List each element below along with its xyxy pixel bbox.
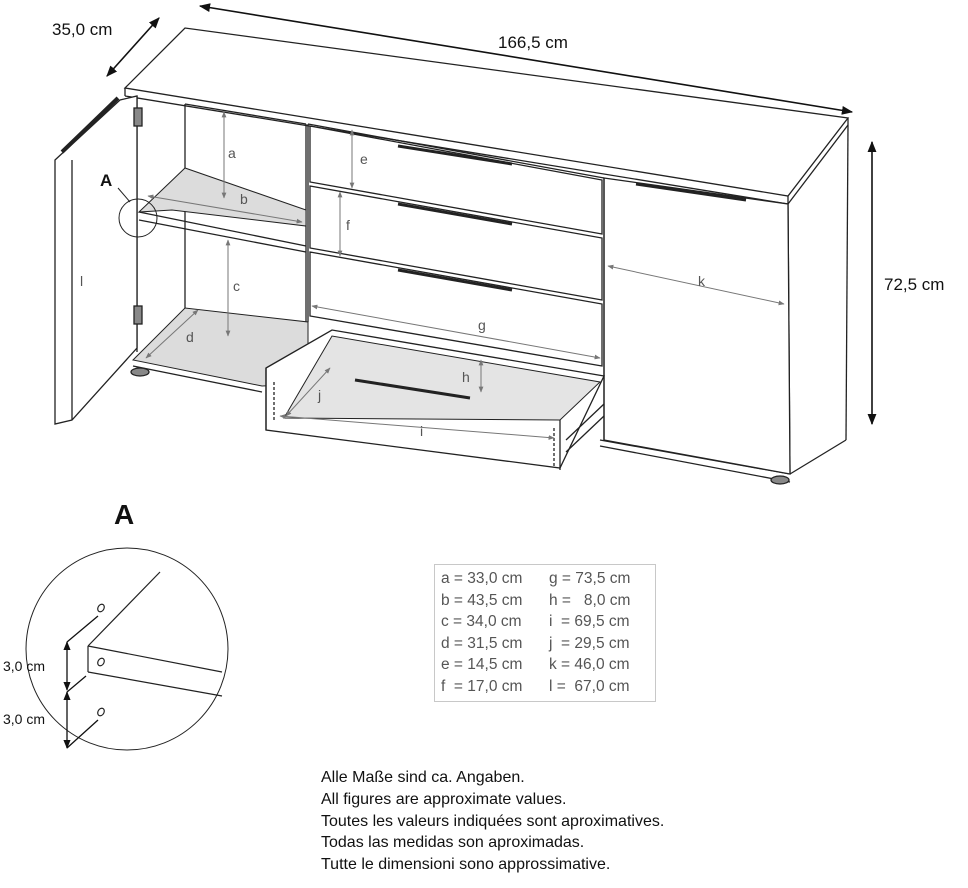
height-label: 72,5 cm [884,275,944,294]
legend-entry: f = 17,0 cm [441,677,523,695]
width-label: 166,5 cm [498,33,568,52]
legend-row: b = 43,5 cm h = 8,0 cm [441,590,655,612]
legend-row: c = 34,0 cm i = 69,5 cm [441,611,655,633]
part-letter: k [698,273,706,289]
legend-entry: h = 8,0 cm [549,591,631,609]
cabinet-outline [54,27,850,485]
part-letter: h [462,369,470,385]
legend-entry: i = 69,5 cm [549,613,630,631]
part-letter: c [233,278,240,294]
part-letter: i [420,423,423,439]
dimension-legend: a = 33,0 cm g = 73,5 cm b = 43,5 cm h = 8,… [434,564,656,702]
legend-entry: a = 33,0 cm [441,570,523,587]
legend-entry: c = 34,0 cm [441,613,522,631]
legend-entry: j = 29,5 cm [549,634,630,652]
part-letter: g [478,317,486,333]
detail-heading: A [114,499,134,530]
note-english: All figures are approximate values. [321,790,567,808]
note-italian: Tutte le dimensioni sono approssimative. [321,856,611,874]
overall-dimension-arrows [106,3,877,426]
note-spanish: Todas las medidas son aproximadas. [321,834,585,852]
legend-row: d = 31,5 cm j = 29,5 cm [441,633,655,655]
part-letter: j [317,387,321,403]
legend-entry: l = 67,0 cm [549,677,630,695]
detail-dim-bottom: 3,0 cm [3,711,45,727]
part-letter: f [346,217,350,233]
detail-dim-top: 3,0 cm [3,658,45,674]
legend-entry: g = 73,5 cm [549,570,631,587]
part-letter: a [228,145,236,161]
legend-entry: b = 43,5 cm [441,591,523,609]
legend-entry: e = 14,5 cm [441,656,523,674]
part-letter: e [360,151,368,167]
part-letter: b [240,191,248,207]
note-german: Alle Maße sind ca. Angaben. [321,769,525,786]
legend-row: e = 14,5 cm k = 46,0 cm [441,654,655,676]
disclaimer-notes: Alle Maße sind ca. Angaben. All figures … [321,767,664,876]
part-letters: a b c d e f g h i j k l [80,145,706,439]
legend-entry: d = 31,5 cm [441,634,523,652]
note-french: Toutes les valeurs indiquées sont aproxi… [321,812,665,830]
detail-marker-label: A [100,171,112,190]
legend-row: f = 17,0 cm l = 67,0 cm [441,676,655,698]
depth-label: 35,0 cm [52,20,112,39]
legend-row: a = 33,0 cm g = 73,5 cm [441,568,655,590]
part-dimension-arrows [145,111,785,440]
detail-view: 3,0 cm 3,0 cm [3,547,229,751]
part-letter: l [80,273,83,289]
legend-entry: k = 46,0 cm [549,656,630,674]
part-letter: d [186,329,194,345]
